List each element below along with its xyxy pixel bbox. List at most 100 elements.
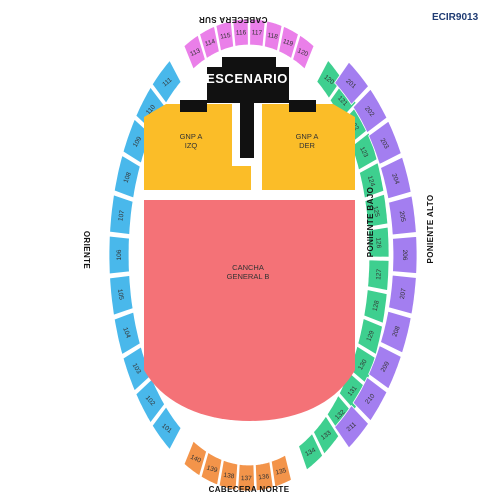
section-label-136: 136 — [258, 473, 270, 481]
map-code: ECIR9013 — [432, 12, 479, 23]
section-115[interactable] — [215, 20, 235, 52]
section-label-137: 137 — [241, 475, 252, 482]
section-label-106: 106 — [116, 249, 123, 260]
section-label-120: 120 — [296, 47, 309, 58]
section-207[interactable] — [388, 274, 417, 315]
section-label-204: 204 — [390, 173, 400, 186]
section-125[interactable] — [364, 193, 389, 228]
section-201[interactable] — [334, 61, 370, 106]
seating-ring: 1201191181171161151141131111101091081071… — [108, 18, 418, 492]
gnp-a-izq-zone[interactable] — [144, 104, 251, 190]
section-104[interactable] — [113, 311, 141, 356]
poniente-alto-label: PONIENTE ALTO — [426, 194, 435, 263]
section-113[interactable] — [183, 34, 206, 70]
section-label-109: 109 — [132, 135, 144, 148]
section-label-205: 205 — [398, 210, 407, 222]
section-120[interactable] — [316, 59, 343, 100]
section-116[interactable] — [232, 18, 249, 47]
section-label-107: 107 — [117, 209, 126, 221]
section-label-114: 114 — [204, 38, 216, 48]
section-204[interactable] — [380, 156, 412, 200]
poniente-bajo-sections: 1341331321311301291281271261251241231221… — [298, 59, 390, 471]
gnp-a-der-zone[interactable] — [262, 104, 355, 190]
section-119[interactable] — [278, 25, 299, 60]
section-label-115: 115 — [220, 32, 232, 41]
cabecera-sur-label: CABECERA SUR — [199, 15, 268, 24]
section-209[interactable] — [368, 345, 402, 390]
section-label-129: 129 — [366, 329, 377, 342]
section-126[interactable] — [367, 226, 390, 258]
section-label-116: 116 — [236, 29, 247, 37]
section-label-138: 138 — [223, 472, 235, 481]
section-label-127: 127 — [375, 268, 383, 280]
section-label-111: 111 — [161, 76, 173, 88]
section-108[interactable] — [113, 154, 141, 199]
cancha-general-b-zone[interactable] — [144, 200, 355, 421]
section-label-105: 105 — [116, 289, 125, 301]
section-label-104: 104 — [121, 327, 131, 340]
section-128[interactable] — [363, 289, 388, 324]
section-label-203: 203 — [378, 137, 390, 150]
section-label-103: 103 — [131, 362, 143, 375]
section-label-208: 208 — [391, 325, 401, 338]
section-111[interactable] — [151, 59, 182, 104]
section-137[interactable] — [237, 463, 256, 492]
stage-label: ESCENARIO — [206, 71, 288, 86]
section-label-124: 124 — [366, 175, 376, 188]
section-101[interactable] — [151, 406, 182, 451]
section-114[interactable] — [199, 25, 220, 60]
stage — [180, 57, 316, 158]
section-label-130: 130 — [357, 358, 369, 371]
section-label-125: 125 — [371, 206, 380, 218]
oriente-label: ORIENTE — [82, 231, 91, 270]
section-label-123: 123 — [358, 146, 369, 159]
section-210[interactable] — [352, 376, 388, 422]
section-label-206: 206 — [401, 250, 408, 261]
section-136[interactable] — [254, 461, 274, 492]
section-120[interactable] — [292, 34, 315, 70]
section-label-119: 119 — [282, 38, 294, 48]
section-133[interactable] — [313, 415, 340, 455]
section-202[interactable] — [352, 88, 388, 134]
section-label-117: 117 — [251, 29, 262, 37]
section-118[interactable] — [263, 20, 283, 52]
section-117[interactable] — [249, 18, 266, 47]
section-139[interactable] — [200, 451, 223, 486]
section-211[interactable] — [334, 404, 370, 449]
cabecera-norte-label: CABECERA NORTE — [209, 485, 290, 494]
section-129[interactable] — [357, 317, 383, 356]
section-label-135: 135 — [275, 467, 288, 477]
section-140[interactable] — [183, 440, 208, 477]
section-203[interactable] — [368, 120, 402, 165]
section-102[interactable] — [135, 378, 166, 424]
section-135[interactable] — [270, 454, 292, 488]
section-label-128: 128 — [372, 299, 381, 312]
section-label-139: 139 — [206, 465, 219, 475]
section-label-108: 108 — [123, 171, 133, 184]
section-134[interactable] — [298, 432, 324, 471]
section-label-140: 140 — [189, 454, 202, 465]
section-105[interactable] — [109, 275, 134, 316]
section-label-134: 134 — [304, 447, 317, 458]
section-208[interactable] — [380, 310, 412, 354]
section-206[interactable] — [392, 236, 418, 274]
cabecera-norte-sections: 140 139 138 137 136 135 — [183, 440, 292, 492]
section-107[interactable] — [109, 194, 134, 235]
section-124[interactable] — [358, 162, 385, 199]
section-label-209: 209 — [380, 360, 392, 373]
section-205[interactable] — [388, 195, 417, 236]
section-138[interactable] — [218, 459, 239, 491]
section-label-207: 207 — [399, 288, 408, 300]
section-127[interactable] — [367, 259, 390, 291]
section-label-113: 113 — [189, 47, 202, 58]
section-106[interactable] — [108, 235, 130, 275]
poniente-bajo-label: PONIENTE BAJO — [366, 187, 375, 258]
